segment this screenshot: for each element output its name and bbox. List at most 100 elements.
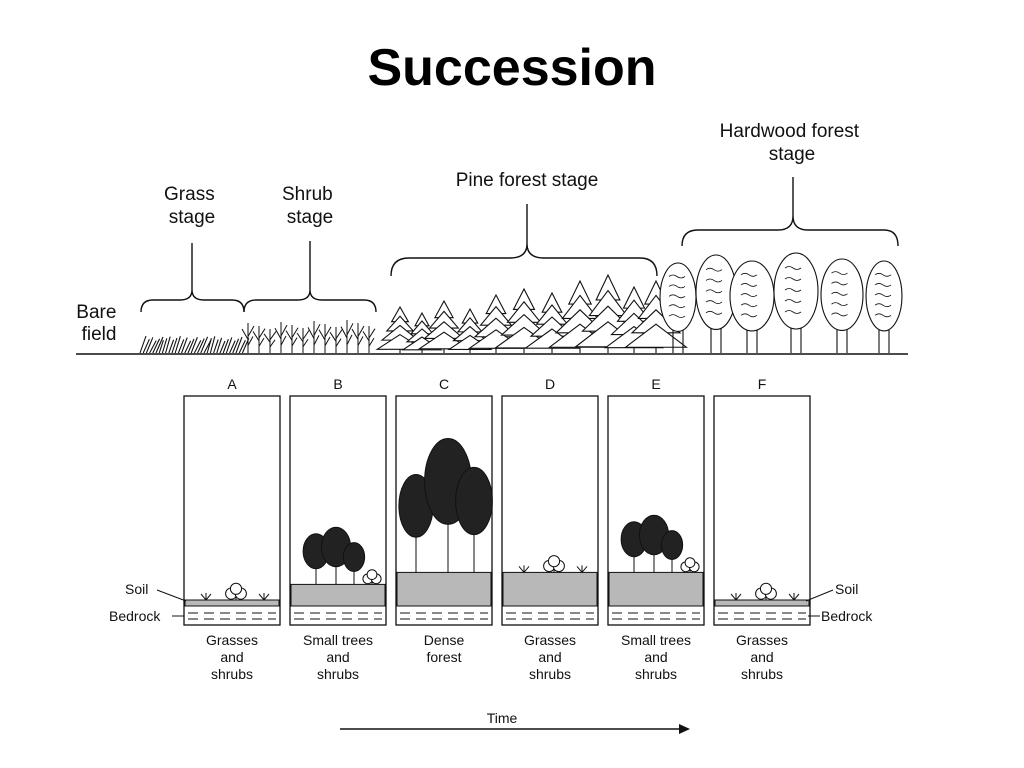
bedrock-layer: [608, 605, 704, 620]
bush-icon: [755, 582, 777, 600]
shrub: [329, 327, 343, 353]
bedrock-layer: [290, 605, 386, 620]
shrub: [241, 323, 255, 353]
grass-blade: [155, 336, 164, 354]
grass-blade: [197, 338, 205, 354]
grass-blade: [209, 336, 216, 354]
grass-blade: [142, 338, 150, 354]
soil-layer: [396, 571, 492, 607]
shrub: [274, 322, 288, 353]
hardwood-tree: [729, 260, 775, 353]
grass-tuft-icon: [730, 593, 742, 601]
small-tree-icon: [342, 542, 366, 585]
grass-blade: [190, 336, 198, 354]
shrub: [340, 320, 354, 353]
hardwood-tree: [865, 260, 903, 353]
soil-layer: [502, 571, 598, 607]
label-leaders: [156, 589, 834, 617]
bedrock-label-left: Bedrock: [109, 608, 161, 624]
grass-blade: [235, 336, 243, 354]
small-tree-icon: [660, 530, 684, 573]
grass-blade: [193, 340, 202, 354]
brace-shrub: [243, 241, 377, 313]
grass-blade: [165, 336, 171, 354]
bush-icon: [362, 569, 382, 585]
shrub: [285, 325, 299, 353]
panel-letter: E: [651, 376, 660, 392]
grass-blade: [139, 335, 147, 354]
time-arrowhead: [679, 724, 690, 734]
shrub-illustration: [241, 320, 376, 353]
shrub: [362, 326, 376, 353]
hardwood-tree: [773, 252, 819, 353]
bush-icon: [543, 555, 565, 573]
hardwood-illustration: [659, 252, 903, 353]
pine-tree: [467, 293, 525, 353]
soil-label-right: Soil: [835, 581, 858, 597]
grass-tuft-icon: [200, 593, 212, 601]
grass-blade: [181, 337, 188, 354]
grass-blade: [219, 340, 226, 354]
soil-layer: [290, 583, 386, 607]
soil-label-left: Soil: [125, 581, 148, 597]
hardwood-tree: [659, 262, 697, 353]
stage-label-pine: Pine forest stage: [456, 170, 599, 191]
brace-hardwood: [681, 177, 899, 247]
stage-label-shrub: Shrub stage: [282, 184, 338, 228]
grass-blade: [174, 336, 181, 354]
panel-letter: F: [758, 376, 767, 392]
bush-icon: [680, 557, 700, 573]
shrub: [307, 321, 321, 353]
grass-blade: [184, 340, 192, 354]
grass-tuft-icon: [576, 565, 588, 574]
soil-layer: [184, 599, 280, 607]
brace-pine: [390, 204, 658, 277]
bedrock-layer: [396, 605, 492, 620]
grass-blade: [222, 339, 229, 354]
brace-grass: [140, 243, 245, 313]
panel-letter: C: [439, 376, 449, 392]
soil-layer: [608, 571, 704, 607]
stage-label-hardwood: Hardwood forest stage: [720, 121, 865, 165]
bedrock-layer: [714, 605, 810, 620]
grass-blade: [152, 338, 161, 354]
panel-letter: B: [333, 376, 342, 392]
grass-blade: [145, 337, 154, 354]
grass-blade: [177, 339, 185, 354]
grass-blade: [187, 338, 195, 354]
grass-blade: [232, 338, 240, 354]
bedrock-layer: [502, 605, 598, 620]
grass-blade: [168, 339, 175, 354]
bedrock-label-right: Bedrock: [821, 608, 873, 624]
hardwood-tree: [820, 258, 864, 353]
grass-blade: [225, 337, 233, 354]
stage-label-bare: Bare field: [76, 302, 121, 345]
bush-icon: [225, 582, 247, 600]
grass-tuft-icon: [518, 565, 530, 574]
bedrock-layer: [184, 605, 280, 620]
grass-blade: [149, 340, 157, 354]
grass-blade: [238, 339, 246, 354]
grass-blade: [216, 337, 223, 354]
panel-letter: A: [227, 376, 237, 392]
grass-illustration: [139, 335, 250, 354]
stage-braces: [140, 177, 899, 313]
shrub: [351, 323, 365, 353]
tall-tree-icon: [455, 466, 493, 573]
grass-blade: [213, 339, 219, 354]
soil-layer: [714, 599, 810, 607]
shrub: [318, 324, 332, 353]
